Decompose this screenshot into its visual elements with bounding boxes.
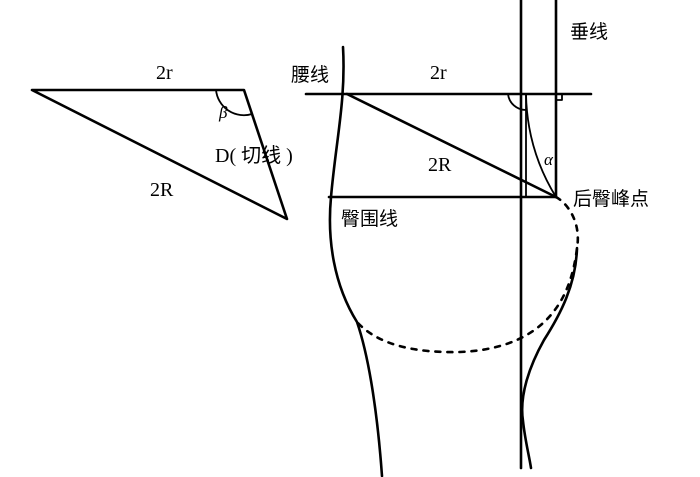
alpha-label: α [544,150,554,169]
right-top-label: 2r [430,62,447,84]
tangent-curve [525,93,557,198]
left-hyp-label: 2R [150,179,174,201]
vertical-line-label: 垂线 [570,21,608,43]
right-angle-mark [555,93,563,101]
hypotenuse-2R [345,92,558,199]
buttock-dotted-outline [355,195,580,354]
waist-line-label: 腰线 [291,64,329,86]
right-figure: 垂线 腰线 2r 2R α 臀围线 后臀峰点 [291,0,649,477]
hip-line-label: 臀围线 [341,208,398,230]
right-hyp-label: 2R [428,154,452,176]
triangle-outline [30,88,289,221]
beta-label: β [218,103,228,122]
hip-peak-label: 后臀峰点 [573,188,649,210]
waist-angle-arc [507,93,527,111]
body-contour-back [328,45,384,477]
left-tangent-label: D( 切线 ) [215,144,293,167]
beta-angle-arc [215,89,253,117]
left-top-label: 2r [156,62,173,84]
body-contour-front [520,246,579,470]
left-triangle: 2r 2R D( 切线 ) β [30,62,293,221]
